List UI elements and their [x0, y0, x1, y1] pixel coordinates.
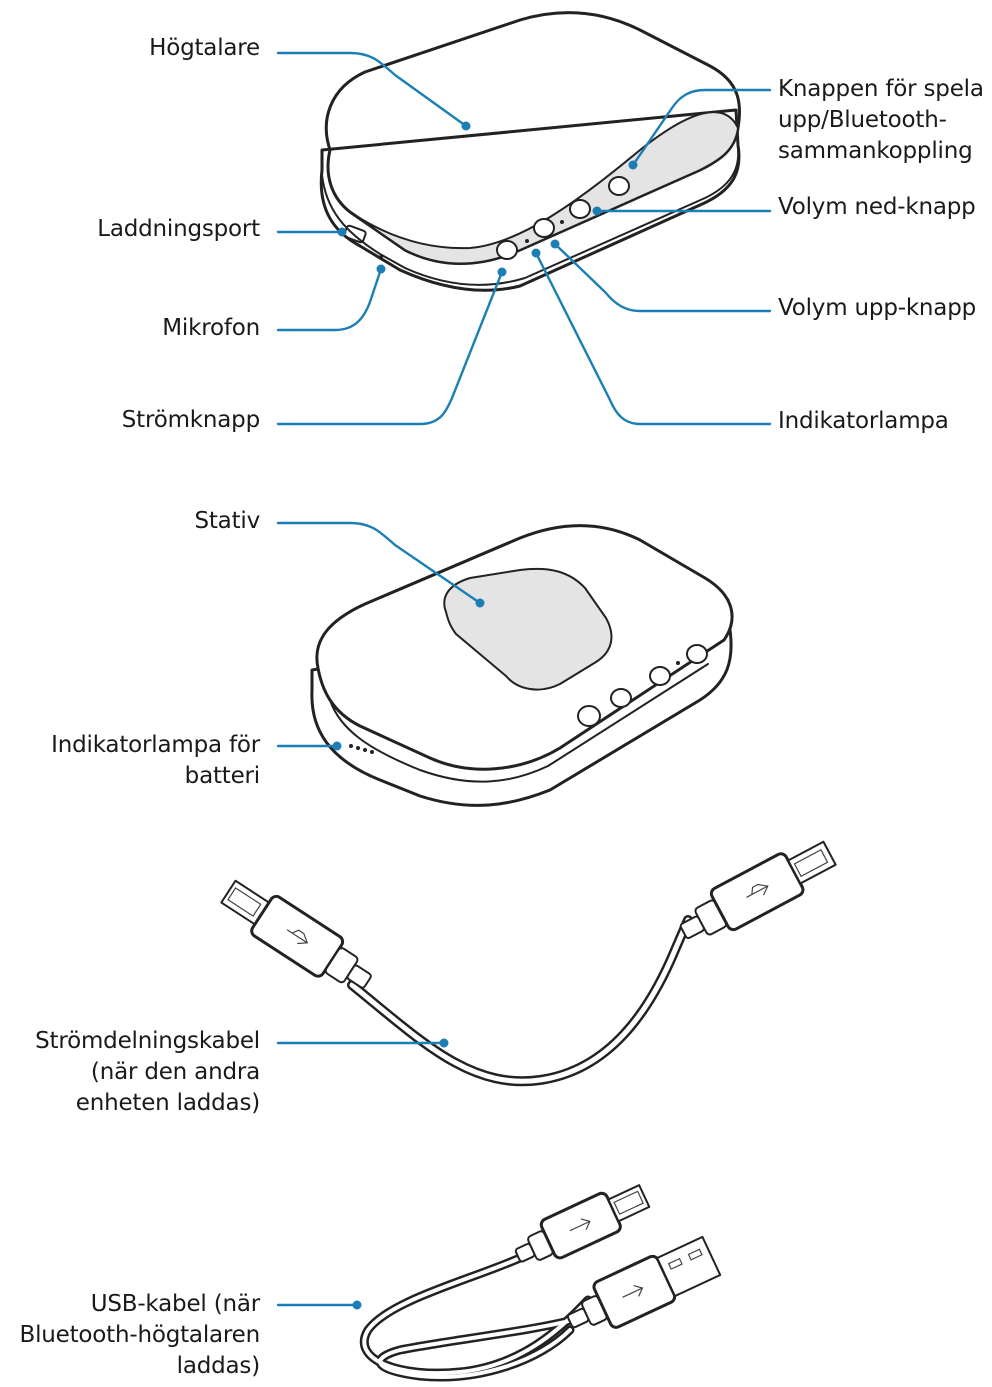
label-power-button-text: Strömknapp — [121, 407, 260, 433]
label-volume-up: Volym upp-knapp — [778, 293, 976, 324]
speaker-front-illustration — [319, 11, 742, 292]
label-volume-down: Volym ned-knapp — [778, 192, 976, 223]
power-sharing-cable-illustration — [220, 840, 837, 1087]
speaker-back-illustration — [310, 524, 734, 807]
usb-cable-illustration — [359, 1184, 722, 1382]
label-battery-indicator-line2: batteri — [184, 763, 261, 789]
label-power-sharing-cable-line2: (när den andra — [90, 1059, 260, 1085]
speaker-buttons — [496, 176, 630, 260]
label-usb-cable-line1: USB-kabel (när — [90, 1291, 260, 1317]
label-play-button-line1: Knappen för spela — [778, 76, 984, 102]
label-usb-cable-line2: Bluetooth-högtalaren — [19, 1322, 261, 1348]
label-volume-down-text: Volym ned-knapp — [778, 194, 976, 220]
label-usb-cable: USB-kabel (när Bluetooth-högtalaren ladd… — [19, 1289, 261, 1382]
label-stand-text: Stativ — [194, 508, 260, 534]
label-microphone-text: Mikrofon — [162, 315, 260, 341]
label-battery-indicator-line1: Indikatorlampa för — [51, 732, 260, 758]
label-power-sharing-cable: Strömdelningskabel (när den andra enhete… — [35, 1026, 260, 1119]
label-indicator-light: Indikatorlampa — [778, 406, 949, 437]
label-power-sharing-cable-line3: enheten laddas) — [75, 1090, 260, 1116]
label-power-sharing-cable-line1: Strömdelningskabel — [35, 1028, 260, 1054]
label-play-button-line2: upp/Bluetooth- — [778, 107, 947, 133]
label-speaker: Högtalare — [149, 33, 260, 64]
label-indicator-light-text: Indikatorlampa — [778, 408, 949, 434]
label-play-button-line3: sammankoppling — [778, 138, 973, 164]
label-charging-port-text: Laddningsport — [97, 216, 260, 242]
label-speaker-text: Högtalare — [149, 35, 260, 61]
label-play-button: Knappen för spela upp/Bluetooth- sammank… — [778, 74, 984, 167]
label-stand: Stativ — [194, 506, 260, 537]
label-usb-cable-line3: laddas) — [176, 1353, 261, 1379]
label-battery-indicator: Indikatorlampa för batteri — [51, 730, 260, 792]
label-charging-port: Laddningsport — [97, 214, 260, 245]
leader-lines — [276, 51, 772, 1310]
label-microphone: Mikrofon — [162, 313, 260, 344]
label-volume-up-text: Volym upp-knapp — [778, 295, 977, 321]
label-power-button: Strömknapp — [122, 405, 260, 436]
